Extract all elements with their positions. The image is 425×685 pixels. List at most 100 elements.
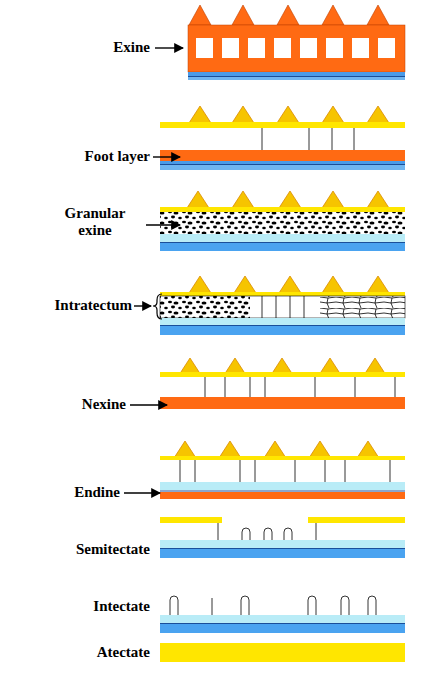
foot-layer-panel-part — [160, 161, 405, 164]
foot-layer-panel — [153, 106, 405, 170]
endine-panel-part — [264, 441, 286, 458]
endine-panel-part — [160, 492, 405, 499]
exine-panel-part — [222, 38, 239, 58]
layer-label: Semitectate — [0, 541, 150, 558]
granular-exine-panel-part — [367, 191, 389, 208]
layer-label: Foot layer — [10, 148, 150, 165]
endine-panel-part — [180, 460, 181, 482]
intratectum-panel-part — [160, 325, 405, 326]
semitectate-panel-part — [160, 549, 405, 558]
granular-exine-panel-part — [160, 212, 405, 234]
granular-exine-panel-part — [160, 242, 405, 243]
endine-panel-part — [219, 441, 241, 458]
endine-panel-part — [160, 482, 405, 490]
semitectate-panel-part — [242, 528, 250, 540]
atectate-panel — [160, 643, 405, 662]
endine-panel-part — [124, 492, 160, 493]
endine-panel-part — [255, 460, 256, 482]
intratectum-panel-part — [189, 276, 211, 293]
exine-panel-part — [188, 25, 405, 72]
nexine-panel-part — [395, 377, 396, 397]
endine-panel-part — [240, 460, 241, 482]
layer-label: Nexine — [20, 396, 126, 413]
nexine-panel-part — [160, 397, 405, 409]
layer-label: Intratectum — [0, 297, 132, 314]
exine-panel-part — [352, 38, 369, 58]
intectate-panel — [160, 596, 405, 633]
nexine-panel — [130, 358, 405, 409]
nexine-panel-part — [265, 377, 266, 397]
exine-panel-part — [277, 5, 299, 25]
exine-panel-part — [155, 47, 183, 48]
intratectum-panel-part — [279, 276, 301, 293]
nexine-panel-part — [160, 372, 405, 377]
granular-exine-panel-part — [279, 191, 301, 208]
intratectum-panel-part — [290, 296, 291, 318]
endine-panel-part — [345, 460, 346, 482]
exine-panel-part — [189, 5, 211, 25]
foot-layer-panel-part — [332, 128, 333, 150]
intratectum-panel-part — [262, 296, 263, 318]
exine-panel-part — [232, 5, 254, 25]
intectate-panel-part — [341, 596, 349, 615]
intratectum-panel-part — [320, 296, 405, 318]
intratectum-panel-part — [367, 276, 389, 293]
intratectum-panel-part — [160, 296, 250, 318]
layer-label: Exine — [80, 39, 150, 56]
intratectum-panel-part — [160, 296, 405, 318]
intratectum-panel-part — [134, 305, 151, 306]
granular-exine-panel-part — [160, 243, 405, 251]
semitectate-panel-part — [160, 548, 405, 549]
nexine-panel-part — [355, 377, 356, 397]
semitectate-panel-part — [308, 517, 405, 523]
foot-layer-panel-part — [354, 128, 355, 150]
foot-layer-panel-part — [153, 156, 180, 157]
intratectum-panel-part — [250, 296, 320, 318]
exine-panel-part — [378, 38, 395, 58]
foot-layer-panel-part — [160, 164, 405, 165]
layer-label: Granular exine — [50, 205, 140, 239]
intratectum-panel-part — [160, 318, 405, 325]
intratectum-panel-part — [234, 276, 256, 293]
endine-panel-part — [357, 441, 379, 458]
granular-exine-panel-part — [160, 207, 405, 212]
layer-label: Endine — [20, 484, 120, 501]
intratectum-panel — [134, 276, 405, 335]
endine-panel-part — [390, 460, 391, 482]
nexine-panel-part — [250, 377, 251, 397]
semitectate-panel-part — [160, 517, 222, 523]
foot-layer-panel-part — [322, 106, 344, 123]
exine-panel-part — [188, 77, 405, 80]
granular-exine-panel-part — [187, 191, 209, 208]
foot-layer-panel-part — [232, 106, 254, 123]
intratectum-panel-part — [322, 276, 344, 293]
intratectum-panel-part — [276, 296, 277, 318]
atectate-panel-part — [160, 643, 405, 662]
granular-exine-panel-part — [322, 191, 344, 208]
endine-panel-part — [295, 460, 296, 482]
intratectum-panel-part — [160, 292, 405, 296]
foot-layer-panel-part — [367, 106, 389, 123]
granular-exine-panel-part — [146, 224, 180, 225]
intratectum-panel-part — [160, 326, 405, 335]
intectate-panel-part — [160, 623, 405, 624]
foot-layer-panel-part — [189, 106, 211, 123]
exine-panel-part — [300, 38, 317, 58]
endine-panel-part — [195, 460, 196, 482]
layer-label: Intectate — [0, 598, 150, 615]
foot-layer-panel-part — [277, 106, 299, 123]
granular-exine-panel — [146, 191, 405, 251]
endine-panel-part — [160, 456, 405, 460]
exine-panel-part — [274, 38, 291, 58]
layer-label: Atectate — [0, 644, 150, 661]
exine-panel-part — [188, 76, 405, 77]
exine-panel-part — [248, 38, 265, 58]
semitectate-panel-part — [284, 528, 292, 540]
exine-panel-part — [188, 72, 405, 76]
intratectum-panel-part — [304, 296, 305, 318]
foot-layer-panel-part — [160, 150, 405, 161]
intectate-panel-part — [160, 615, 405, 623]
semitectate-panel-part — [218, 523, 219, 540]
